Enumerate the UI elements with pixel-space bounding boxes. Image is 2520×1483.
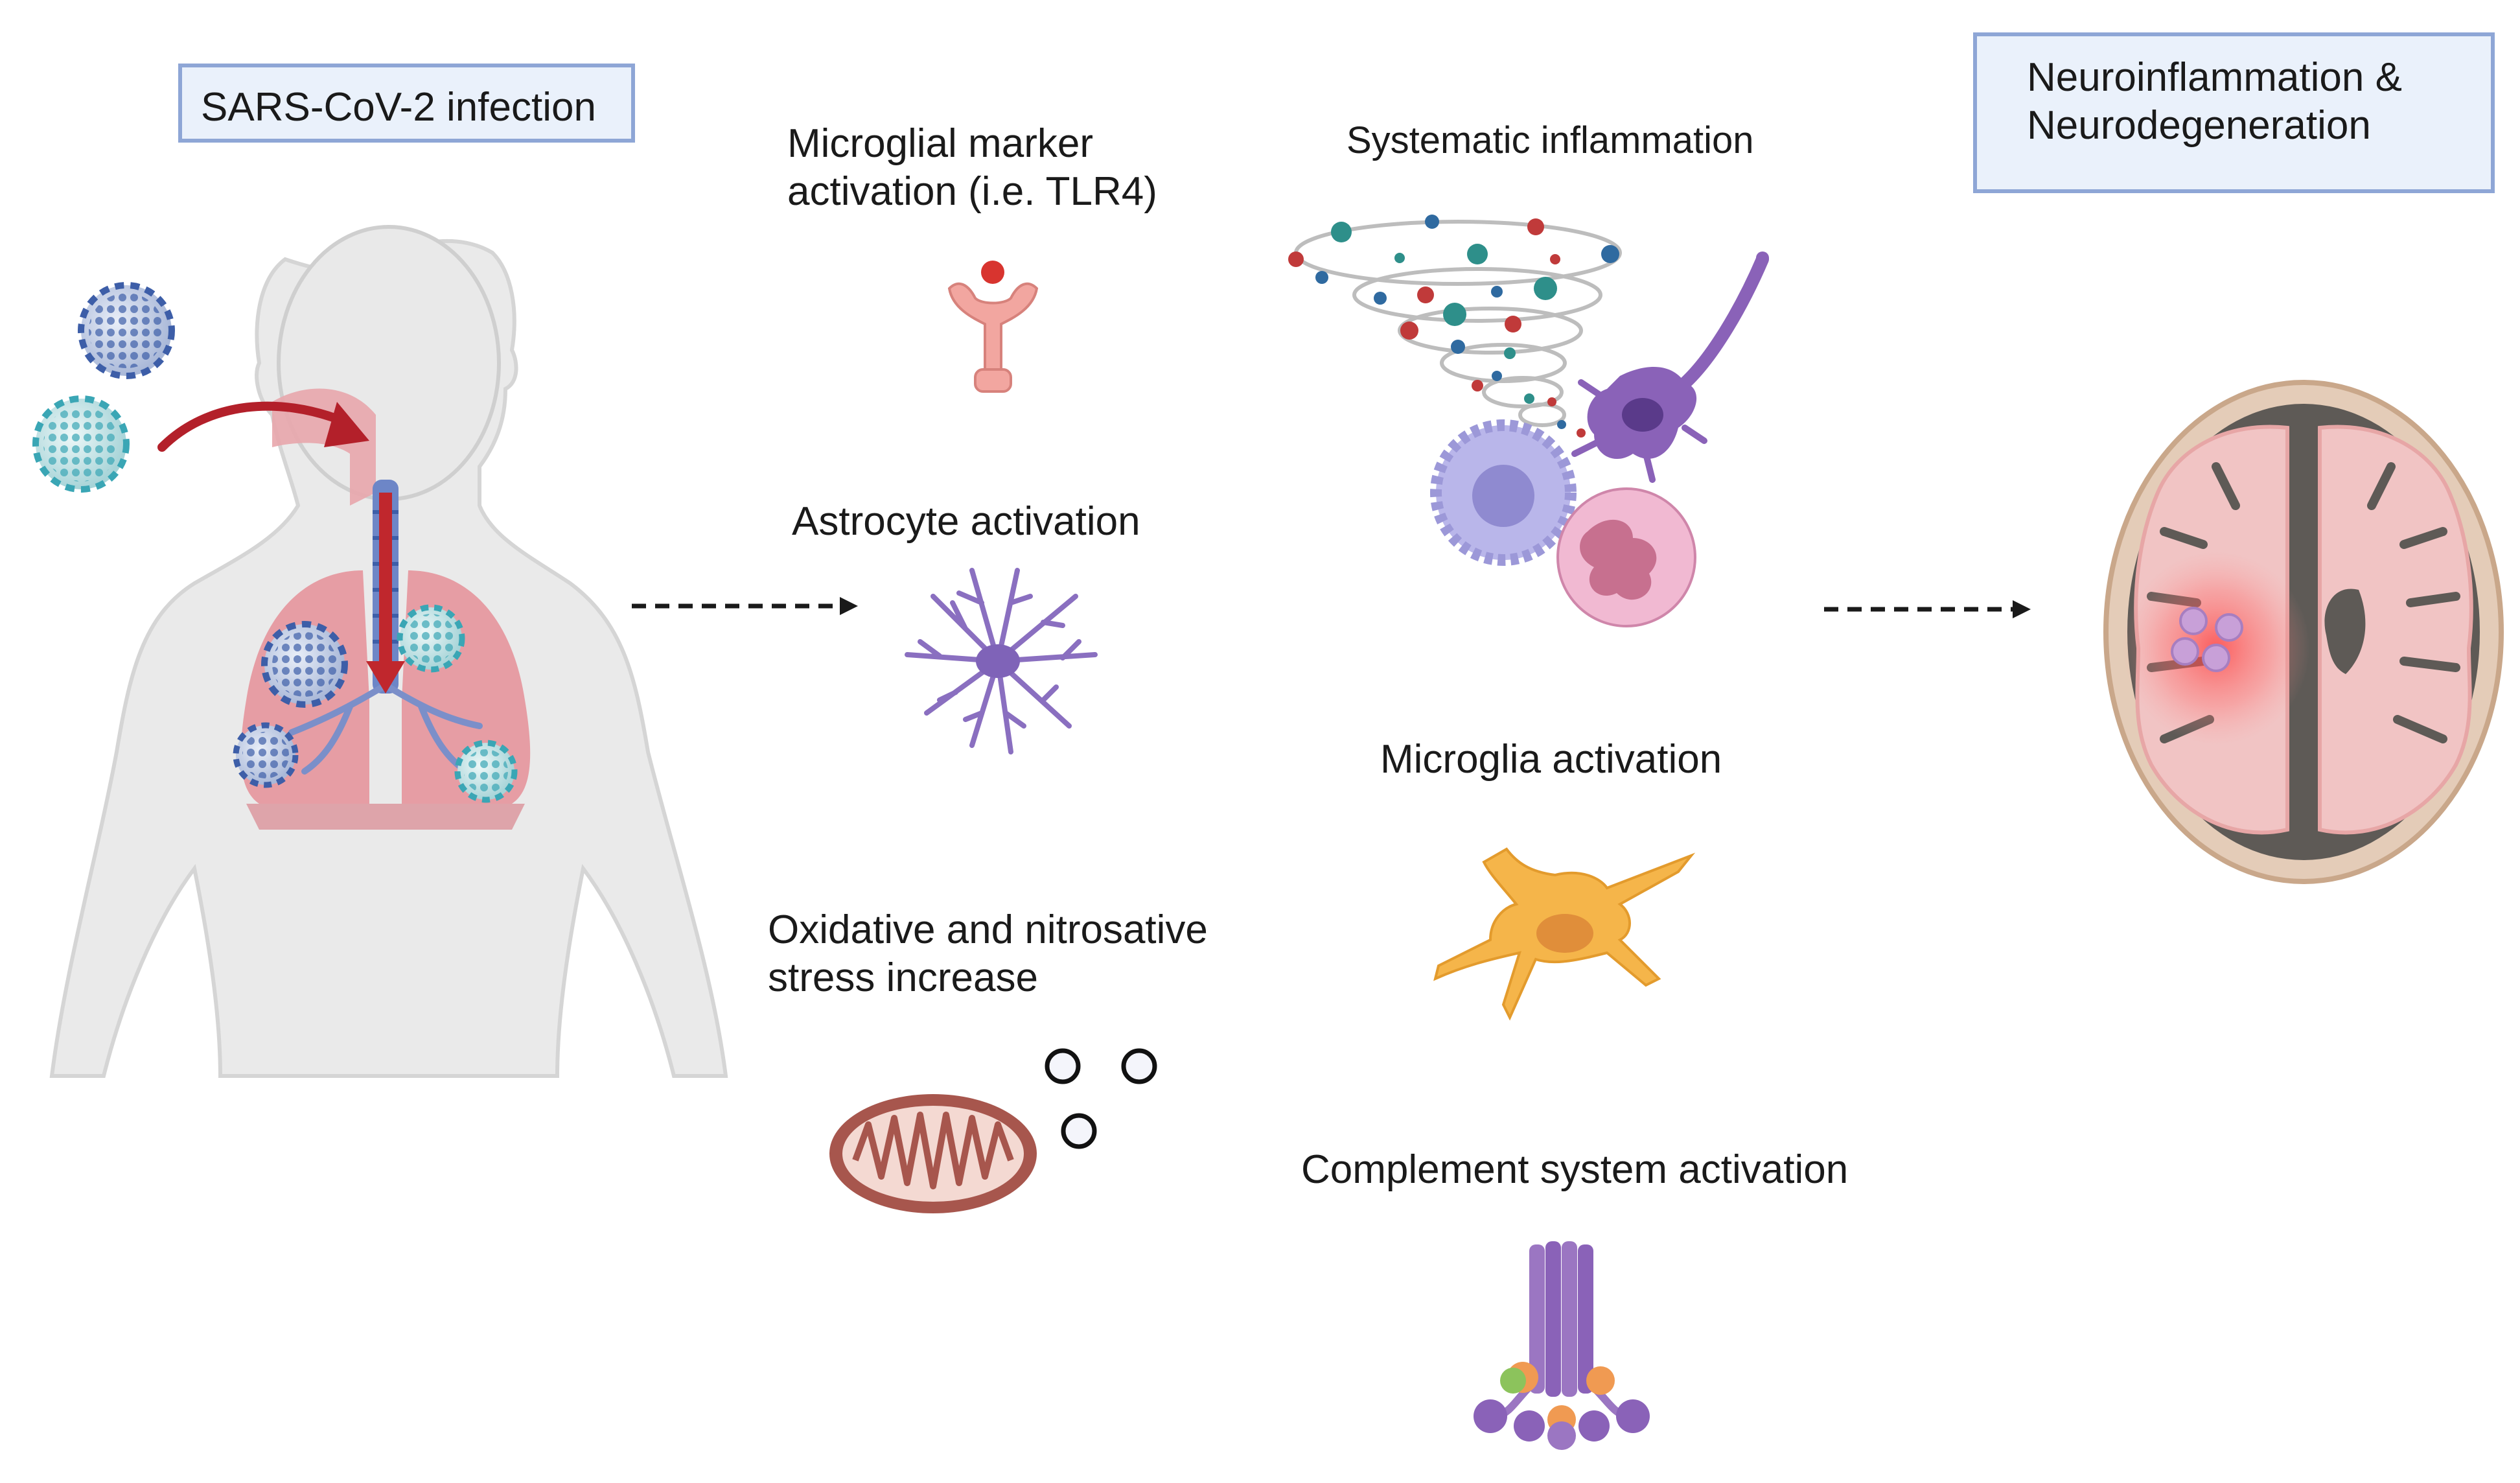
virus-icon <box>233 722 299 788</box>
astrocyte-soma-icon <box>976 644 1020 678</box>
infection-box <box>178 64 635 143</box>
outcome-box <box>1973 32 2495 193</box>
ros-bubble-icon <box>1121 1048 1157 1084</box>
macrophage-icon <box>1430 419 1577 566</box>
virus-icon <box>32 395 130 493</box>
virus-icon <box>397 604 465 673</box>
cytokine-storm-icon <box>1288 215 1622 438</box>
microglial-marker-label: Microglial marker activation (i.e. TLR4) <box>787 121 1157 214</box>
astrocyte-icon <box>905 568 1098 754</box>
inhalation-arrow-icon <box>157 401 348 452</box>
virus-icon <box>78 282 175 379</box>
microglia-icon <box>1433 847 1696 1021</box>
virus-icon <box>261 621 348 708</box>
neuron-icon <box>1571 251 1769 483</box>
mitochondrion-icon <box>829 1094 1037 1213</box>
neutrophil-icon <box>1556 487 1696 627</box>
complement-complex-icon <box>1474 1241 1650 1450</box>
oxidative-label: Oxidative and nitrosative stress increas… <box>768 907 1208 1000</box>
outcome-label: Neuroinflammation & Neurodegeneration <box>2027 55 2402 148</box>
brain-section-icon <box>2103 380 2504 884</box>
ros-bubble-icon <box>1045 1048 1081 1084</box>
virus-icon <box>454 740 518 803</box>
ros-bubble-icon <box>1061 1113 1097 1149</box>
airway-arrow-icon <box>366 493 405 694</box>
inhalation-arrowhead-icon <box>324 402 369 447</box>
tlr4-receptor-icon <box>947 261 1039 393</box>
infection-label: SARS-CoV-2 infection <box>201 85 596 130</box>
astrocyte-label: Astrocyte activation <box>792 499 1140 544</box>
microglia-label: Microglia activation <box>1380 737 1722 782</box>
systemic-label: Systematic inflammation <box>1347 119 1754 161</box>
complement-label: Complement system activation <box>1301 1147 1849 1192</box>
